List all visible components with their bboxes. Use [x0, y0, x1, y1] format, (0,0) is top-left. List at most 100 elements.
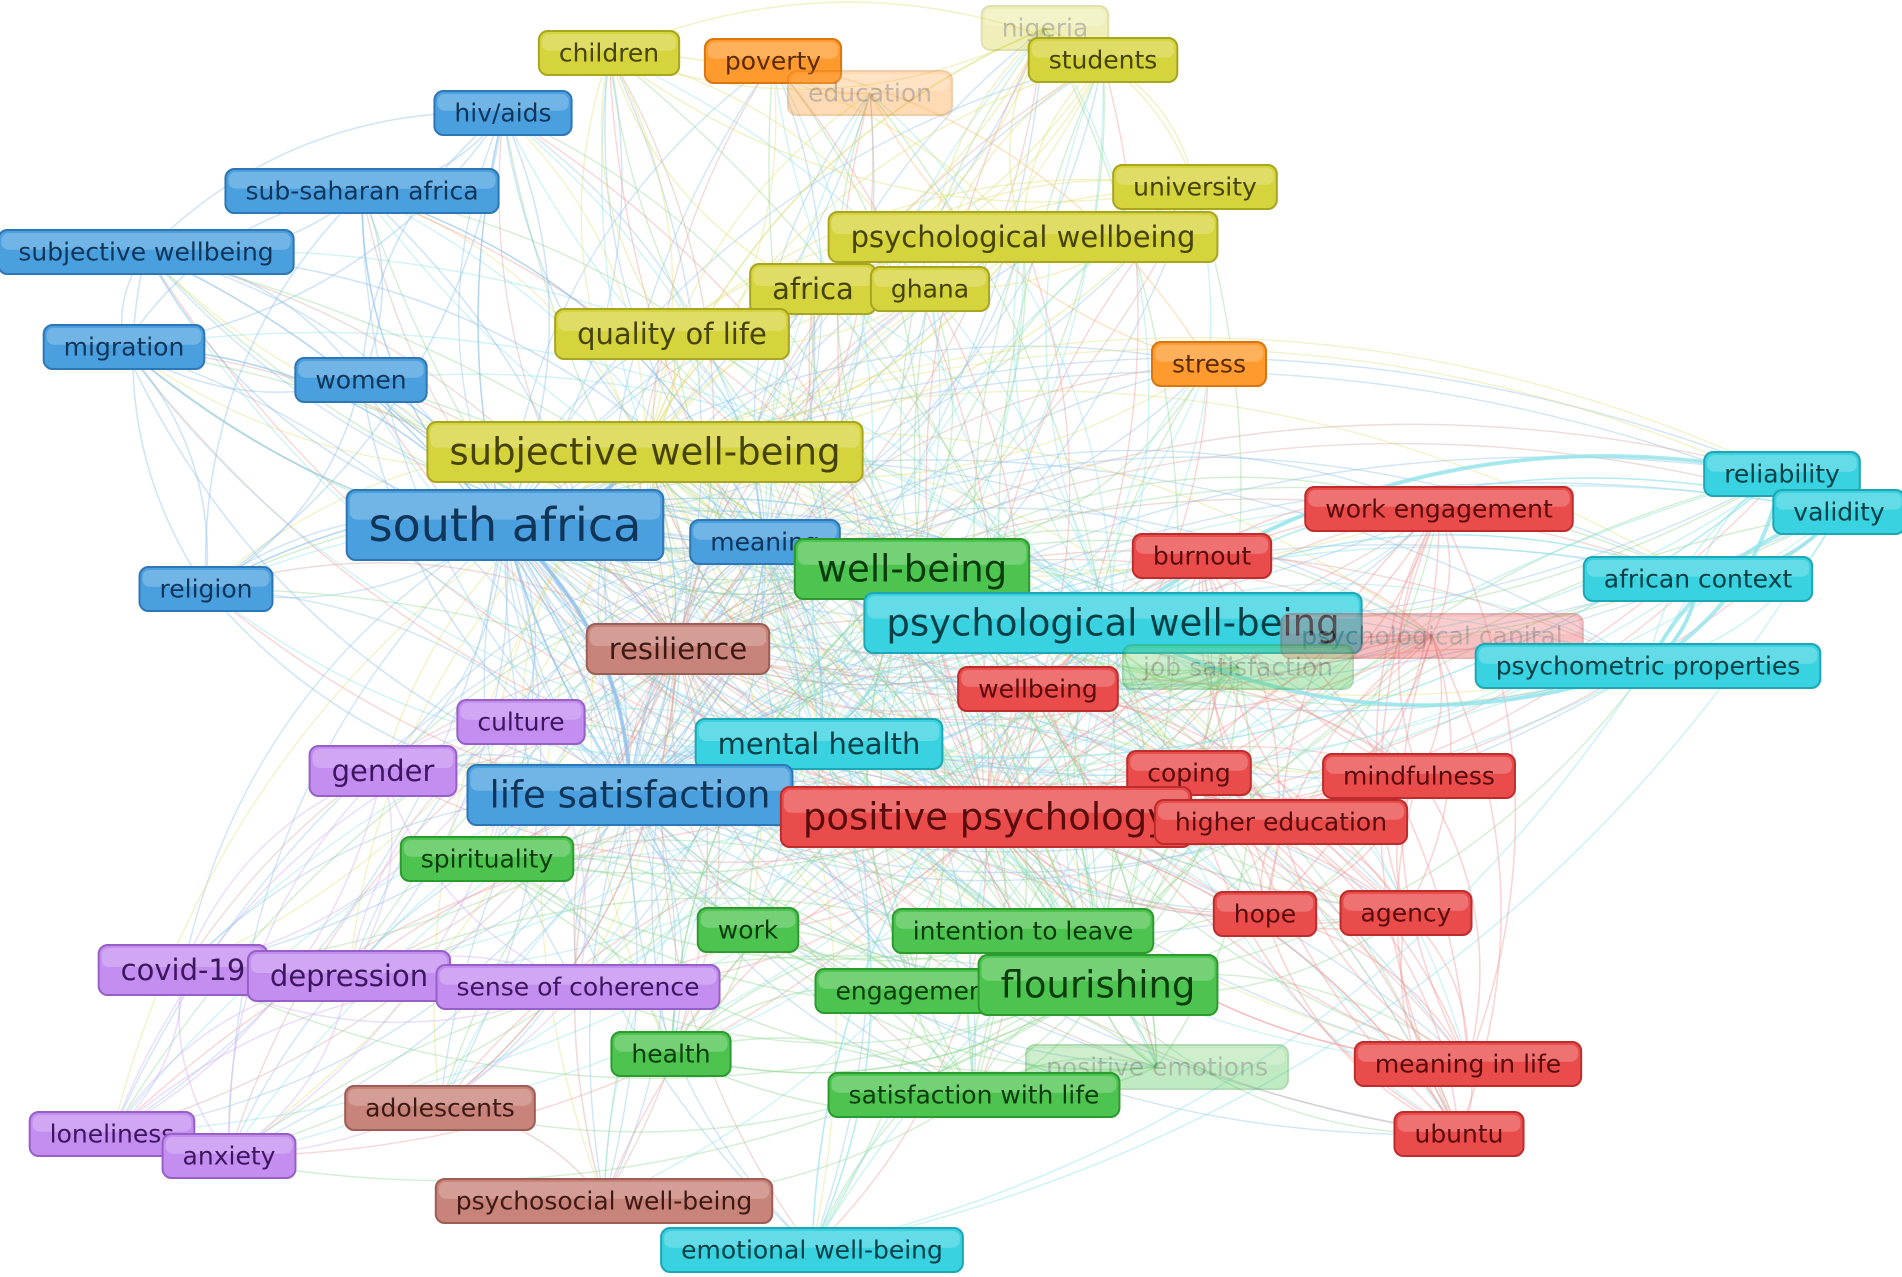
node-highlight-engagement: [818, 972, 1012, 989]
node-hope[interactable]: hope: [1212, 891, 1318, 937]
link-psycap-meaninglife: [1400, 635, 1469, 1065]
node-intention[interactable]: intention to leave: [891, 908, 1155, 954]
node-reliability[interactable]: reliability: [1703, 451, 1861, 497]
node-meaninglife[interactable]: meaning in life: [1353, 1041, 1583, 1087]
node-university[interactable]: university: [1112, 164, 1278, 210]
node-box-hope: [1212, 891, 1318, 937]
link-southafrica-psychosocial: [504, 524, 638, 1202]
node-psychometric[interactable]: psychometric properties: [1474, 643, 1822, 689]
node-anxiety[interactable]: anxiety: [161, 1133, 297, 1179]
link-swb-reliability: [644, 337, 1783, 475]
link-mentalhealth-engagement: [817, 743, 916, 992]
link-meaning-psycap: [764, 507, 1433, 637]
link-resilience-psychosocial: [573, 648, 679, 1202]
node-lifesat[interactable]: life satisfaction: [466, 764, 794, 826]
node-subjwellbeing[interactable]: subjective wellbeing: [0, 229, 295, 275]
node-adolescents[interactable]: adolescents: [344, 1085, 536, 1131]
node-label-emotional: emotional well-being: [681, 1236, 943, 1265]
node-ubuntu[interactable]: ubuntu: [1393, 1111, 1525, 1157]
node-label-mentalhealth: mental health: [718, 727, 921, 761]
node-education[interactable]: education: [786, 70, 954, 116]
node-women[interactable]: women: [294, 357, 428, 403]
node-jobsat[interactable]: job satisfaction: [1122, 644, 1354, 690]
node-resilience[interactable]: resilience: [585, 623, 771, 675]
link-culture-depression: [348, 721, 522, 977]
node-box-burnout: [1131, 533, 1273, 579]
node-label-gender: gender: [332, 754, 435, 788]
link-jobsat-satwithlife: [973, 666, 1239, 1096]
node-box-psywellbeing: [827, 211, 1219, 263]
node-gender[interactable]: gender: [308, 745, 458, 797]
node-work[interactable]: work: [696, 907, 800, 953]
node-mentalhealth[interactable]: mental health: [694, 718, 944, 770]
node-mindfulness[interactable]: mindfulness: [1322, 753, 1516, 799]
node-box-ssa: [224, 168, 500, 214]
node-hivaids[interactable]: hiv/aids: [433, 90, 573, 136]
node-label-validity: validity: [1793, 498, 1885, 527]
node-label-stress: stress: [1172, 350, 1246, 379]
link-mentalhealth-psywellbeing: [818, 236, 1025, 745]
node-stress[interactable]: stress: [1151, 341, 1267, 387]
node-highlight-meaninglife: [1357, 1045, 1579, 1062]
node-wellbeing_g[interactable]: well-being: [793, 538, 1031, 600]
node-label-engagement: engagement: [835, 977, 994, 1006]
node-migration[interactable]: migration: [42, 324, 206, 370]
node-burnout[interactable]: burnout: [1131, 533, 1273, 579]
node-psywellbeing[interactable]: psychological wellbeing: [827, 211, 1219, 263]
node-soc[interactable]: sense of coherence: [435, 964, 721, 1010]
node-religion[interactable]: religion: [138, 566, 274, 612]
node-label-migration: migration: [64, 333, 185, 362]
node-pwb[interactable]: psychological well-being: [863, 592, 1363, 654]
node-highlight-stress: [1155, 345, 1263, 362]
node-highered[interactable]: higher education: [1153, 799, 1409, 845]
link-flourishing-students: [998, 59, 1104, 986]
node-qol[interactable]: quality of life: [554, 308, 790, 360]
node-ssa[interactable]: sub-saharan africa: [224, 168, 500, 214]
node-box-health: [610, 1031, 732, 1077]
node-label-covid: covid-19: [121, 953, 246, 987]
node-label-pospsych: positive psychology: [803, 796, 1169, 839]
node-agency[interactable]: agency: [1339, 890, 1473, 936]
node-students[interactable]: students: [1027, 37, 1179, 83]
node-africancontext[interactable]: african context: [1582, 556, 1814, 602]
node-africa[interactable]: africa: [749, 263, 877, 315]
node-engagement[interactable]: engagement: [814, 968, 1016, 1014]
link-swb-nigeria: [644, 27, 1046, 453]
node-health[interactable]: health: [610, 1031, 732, 1077]
node-spirituality[interactable]: spirituality: [399, 836, 575, 882]
node-workeng[interactable]: work engagement: [1304, 486, 1574, 532]
node-label-jobsat: job satisfaction: [1142, 653, 1333, 682]
node-swb[interactable]: subjective well-being: [426, 421, 864, 483]
node-southafrica[interactable]: south africa: [345, 489, 665, 561]
link-migration-lifesat: [123, 346, 631, 796]
node-depression[interactable]: depression: [246, 950, 452, 1002]
link-psycap-hope: [1264, 635, 1433, 915]
node-culture[interactable]: culture: [456, 699, 586, 745]
node-label-psychometric: psychometric properties: [1496, 652, 1801, 681]
node-flourishing[interactable]: flourishing: [977, 954, 1219, 1016]
node-highlight-southafrica: [349, 493, 661, 520]
node-covid[interactable]: covid-19: [97, 944, 269, 996]
node-psychosocial[interactable]: psychosocial well-being: [434, 1178, 774, 1224]
node-validity[interactable]: validity: [1772, 489, 1902, 535]
node-emotional[interactable]: emotional well-being: [660, 1227, 964, 1273]
link-resilience-nigeria: [677, 27, 1046, 650]
node-box-anxiety: [161, 1133, 297, 1179]
node-highlight-religion: [142, 570, 270, 587]
node-coping[interactable]: coping: [1126, 750, 1252, 796]
link-women-lifesat: [360, 379, 631, 796]
node-wellbeing_r[interactable]: wellbeing: [957, 666, 1119, 712]
link-southafrica-satwithlife: [504, 524, 975, 1096]
node-pospsych[interactable]: positive psychology: [779, 786, 1193, 848]
node-highlight-ssa: [228, 172, 496, 189]
node-loneliness[interactable]: loneliness: [28, 1111, 196, 1157]
node-children[interactable]: children: [537, 30, 681, 76]
node-box-students: [1027, 37, 1179, 83]
node-ghana[interactable]: ghana: [869, 266, 991, 312]
node-satwithlife[interactable]: satisfaction with life: [827, 1072, 1121, 1118]
node-highlight-swb: [430, 425, 860, 448]
node-poverty[interactable]: poverty: [703, 38, 843, 84]
node-highlight-intention: [895, 912, 1151, 929]
node-highlight-qol: [558, 312, 786, 331]
link-flourishing-health: [670, 984, 1099, 1074]
